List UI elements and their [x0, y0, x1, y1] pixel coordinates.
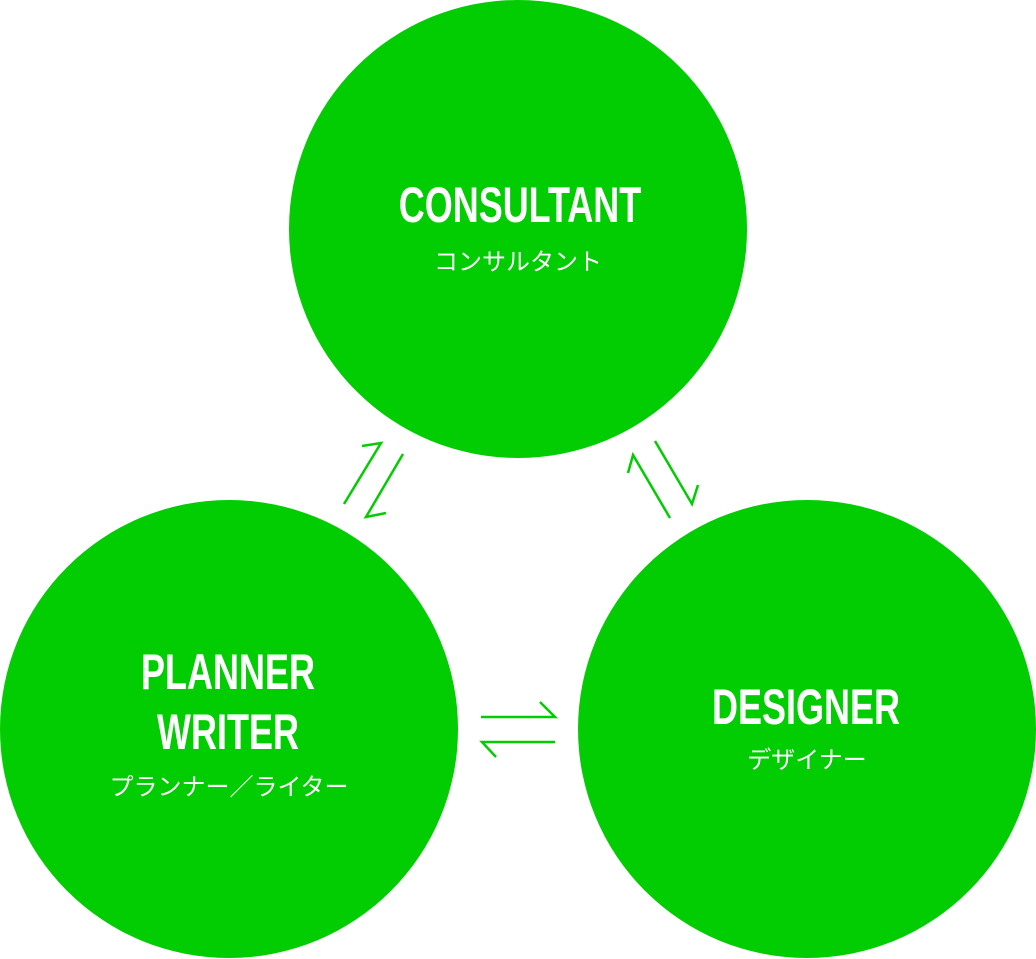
arrow-right-icon [481, 701, 559, 719]
planner-subtitle: プランナー／ライター [109, 773, 348, 801]
node-designer: DESIGNER デザイナー [578, 500, 1036, 958]
designer-circle [578, 500, 1036, 958]
arrow-up-icon [342, 441, 384, 505]
consultant-circle [289, 0, 747, 458]
writer-title: WRITER [157, 705, 299, 760]
arrow-up-icon [626, 451, 672, 519]
consultant-subtitle: コンサルタント [434, 248, 602, 276]
arrows-consultant-designer [626, 440, 700, 519]
arrow-left-icon [479, 740, 555, 758]
node-planner-writer: PLANNER WRITER プランナー／ライター [0, 500, 458, 958]
arrow-down-icon [653, 440, 700, 508]
node-consultant: CONSULTANT コンサルタント [289, 0, 747, 458]
planner-circle [0, 500, 458, 958]
designer-subtitle: デザイナー [747, 746, 867, 774]
consultant-title: CONSULTANT [399, 178, 642, 233]
arrows-planner-consultant [342, 441, 405, 519]
arrows-planner-designer [479, 701, 559, 758]
designer-title: DESIGNER [712, 680, 900, 735]
arrow-down-icon [363, 453, 405, 519]
planner-title: PLANNER [141, 645, 315, 700]
